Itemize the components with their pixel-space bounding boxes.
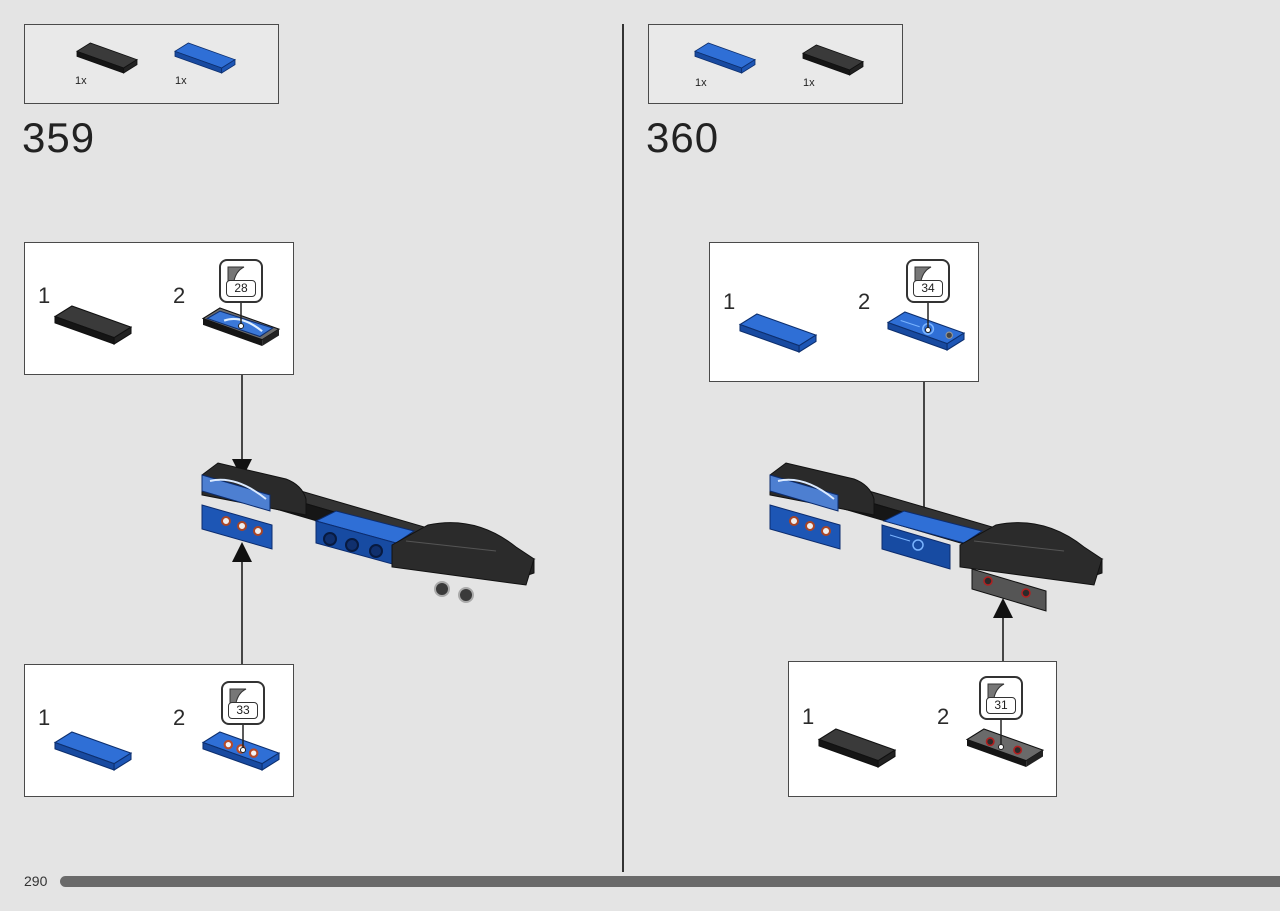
- callout-sticker-31: 1 2 31: [788, 661, 1057, 797]
- sticker-leader-line: [240, 725, 246, 753]
- arrow-up-icon: [232, 542, 252, 664]
- part-qty: 1x: [75, 75, 87, 87]
- blue-tile-icon: [694, 42, 756, 74]
- progress-bar: [60, 876, 1280, 887]
- black-tile-icon: [818, 728, 896, 768]
- black-tile-icon: [54, 305, 132, 345]
- substep-1: 1: [38, 705, 51, 730]
- callout-sticker-33: 1 2 33: [24, 664, 294, 797]
- blue-tile-icon: [174, 42, 236, 74]
- model-assembly-359: [201, 462, 536, 603]
- part-qty: 1x: [175, 75, 187, 87]
- substep-2: 2: [173, 283, 186, 308]
- callout-sticker-34: 1 2 34: [709, 242, 979, 382]
- substep-1: 1: [723, 289, 736, 314]
- parts-list-360: 1x 1x: [648, 24, 903, 104]
- sticker-badge: 33: [221, 681, 265, 725]
- sticker-number: 28: [226, 280, 256, 297]
- arrow-up-icon: [993, 598, 1013, 661]
- sticker-number: 33: [228, 702, 258, 719]
- sticker-number: 31: [986, 697, 1016, 714]
- sticker-badge: 28: [219, 259, 263, 303]
- part-qty: 1x: [695, 77, 707, 89]
- blue-tile-icon: [739, 313, 817, 353]
- sticker-leader-line: [998, 720, 1004, 750]
- substep-2: 2: [937, 704, 950, 729]
- page-number: 290: [24, 873, 48, 889]
- black-tile-icon: [802, 44, 864, 76]
- substep-1: 1: [38, 283, 51, 308]
- page-divider: [622, 24, 624, 872]
- callout-sticker-28: 1 2 28: [24, 242, 294, 375]
- sticker-leader-line: [925, 303, 931, 333]
- part-qty: 1x: [803, 77, 815, 89]
- parts-list-359: 1x 1x: [24, 24, 279, 104]
- sticker-tile-icon: [965, 728, 1045, 767]
- sticker-leader-line: [238, 303, 244, 329]
- model-assembly-360: [769, 462, 1104, 612]
- substep-2: 2: [173, 705, 186, 730]
- substep-1: 1: [802, 704, 815, 729]
- step-number: 360: [646, 114, 720, 161]
- substep-2: 2: [858, 289, 871, 314]
- sticker-badge: 31: [979, 676, 1023, 720]
- step-number: 359: [22, 114, 96, 161]
- blue-tile-icon: [54, 731, 132, 771]
- black-tile-icon: [76, 42, 138, 74]
- sticker-number: 34: [913, 280, 943, 297]
- sticker-badge: 34: [906, 259, 950, 303]
